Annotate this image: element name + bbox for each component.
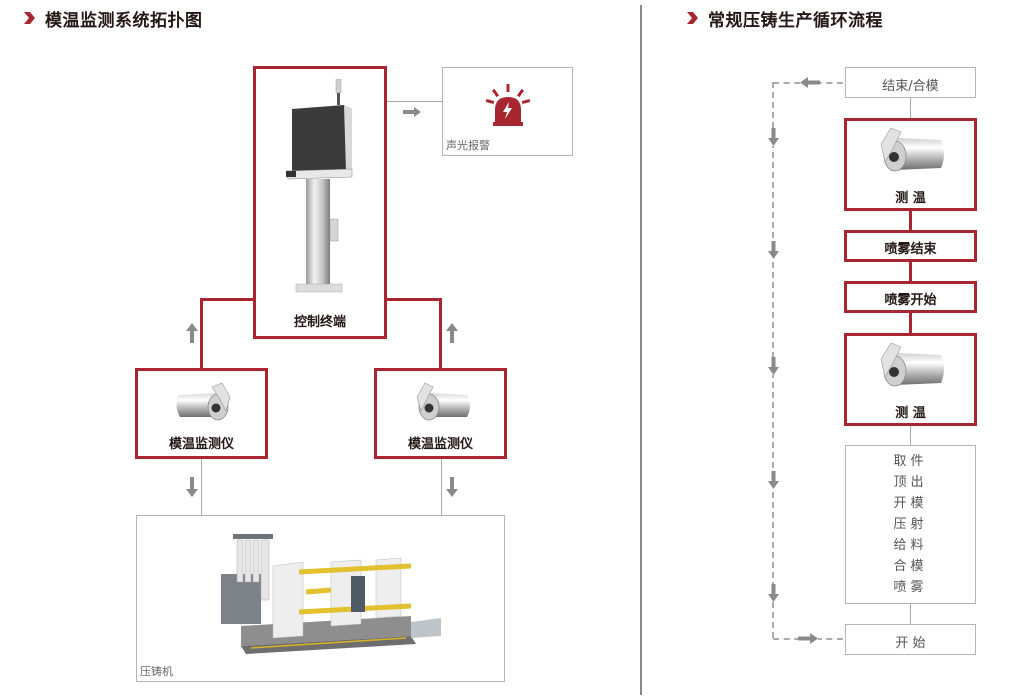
arrow-up-icon bbox=[446, 323, 458, 343]
production-step: 喷雾 bbox=[893, 580, 928, 595]
production-step: 压射 bbox=[893, 517, 928, 532]
die-casting-machine-label: 压铸机 bbox=[140, 665, 173, 678]
flow-step-spray-end[interactable]: 喷雾结束 bbox=[844, 230, 977, 262]
arrow-down-icon bbox=[768, 584, 779, 602]
production-step: 给料 bbox=[893, 538, 928, 553]
thermal-camera-image bbox=[416, 382, 470, 421]
production-steps-list: 取件 顶出 开模 压射 给料 合模 喷雾 bbox=[846, 451, 975, 598]
arrow-down-icon bbox=[768, 471, 779, 489]
flow-connector bbox=[910, 603, 911, 624]
chevron-right-icon bbox=[687, 12, 698, 24]
flow-connector bbox=[909, 311, 912, 335]
connector-line bbox=[201, 459, 202, 516]
flow-step-production-cycle[interactable]: 取件 顶出 开模 压射 给料 合模 喷雾 bbox=[845, 445, 976, 604]
temperature-monitor-box-2[interactable]: 模温监测仪 bbox=[374, 368, 507, 459]
temperature-monitor-label: 模温监测仪 bbox=[407, 437, 473, 452]
temperature-monitor-box-1[interactable]: 模温监测仪 bbox=[135, 368, 268, 459]
section-title-topology: 模温监测系统拓扑图 bbox=[22, 6, 203, 31]
arrow-down-icon bbox=[768, 357, 779, 375]
arrow-down-icon bbox=[768, 241, 779, 259]
arrow-up-icon bbox=[186, 323, 198, 343]
flow-step-label: 测 温 bbox=[895, 191, 926, 206]
flow-connector bbox=[910, 425, 911, 446]
arrow-right-icon bbox=[403, 107, 421, 117]
flow-connector bbox=[909, 260, 912, 282]
connector-line bbox=[384, 298, 442, 301]
connector-line bbox=[439, 298, 442, 370]
arrow-right-icon bbox=[798, 633, 818, 644]
control-terminal-label: 控制终端 bbox=[293, 315, 346, 330]
flow-step-measure-2[interactable]: 测 温 bbox=[844, 333, 977, 426]
alarm-label: 声光报警 bbox=[446, 139, 490, 152]
flow-connector bbox=[909, 210, 912, 232]
connector-line bbox=[387, 101, 442, 102]
arrow-down-icon bbox=[186, 477, 198, 497]
flow-step-label: 喷雾开始 bbox=[884, 293, 937, 308]
temperature-monitor-label: 模温监测仪 bbox=[168, 437, 234, 452]
production-step: 顶出 bbox=[893, 475, 928, 490]
connector-line bbox=[441, 459, 442, 516]
flow-title: 常规压铸生产循环流程 bbox=[708, 10, 883, 31]
flow-step-end-close[interactable]: 结束/合模 bbox=[845, 67, 976, 98]
flow-step-label: 结束/合模 bbox=[882, 79, 939, 94]
connector-line bbox=[200, 298, 257, 301]
connector-line bbox=[200, 298, 203, 370]
arrow-left-icon bbox=[800, 77, 820, 88]
flow-step-spray-start[interactable]: 喷雾开始 bbox=[844, 281, 977, 313]
control-terminal-box[interactable]: 控制终端 bbox=[253, 66, 387, 339]
flow-step-label: 喷雾结束 bbox=[884, 242, 937, 257]
alarm-box[interactable]: 声光报警 bbox=[442, 67, 573, 156]
flow-step-label: 测 温 bbox=[895, 406, 926, 421]
production-step: 取件 bbox=[893, 454, 928, 469]
siren-alarm-icon bbox=[485, 84, 531, 126]
die-casting-machine-box[interactable]: 压铸机 bbox=[136, 515, 505, 682]
panel-divider bbox=[640, 5, 642, 695]
flow-connector bbox=[910, 98, 911, 120]
arrow-down-icon bbox=[446, 477, 458, 497]
control-terminal-kiosk-image bbox=[286, 79, 353, 293]
flow-step-label: 开 始 bbox=[895, 636, 926, 651]
chevron-right-icon bbox=[24, 12, 35, 24]
production-step: 合模 bbox=[893, 559, 928, 574]
arrow-down-icon bbox=[768, 128, 779, 146]
production-step: 开模 bbox=[893, 496, 928, 511]
flow-step-measure-1[interactable]: 测 温 bbox=[844, 118, 977, 211]
thermal-camera-image bbox=[880, 343, 944, 387]
section-title-flow: 常规压铸生产循环流程 bbox=[685, 6, 883, 31]
thermal-camera-image bbox=[176, 382, 231, 421]
topology-title: 模温监测系统拓扑图 bbox=[45, 10, 203, 31]
thermal-camera-image bbox=[880, 128, 944, 172]
flow-step-start[interactable]: 开 始 bbox=[845, 624, 976, 655]
die-casting-machine-image bbox=[221, 534, 441, 654]
